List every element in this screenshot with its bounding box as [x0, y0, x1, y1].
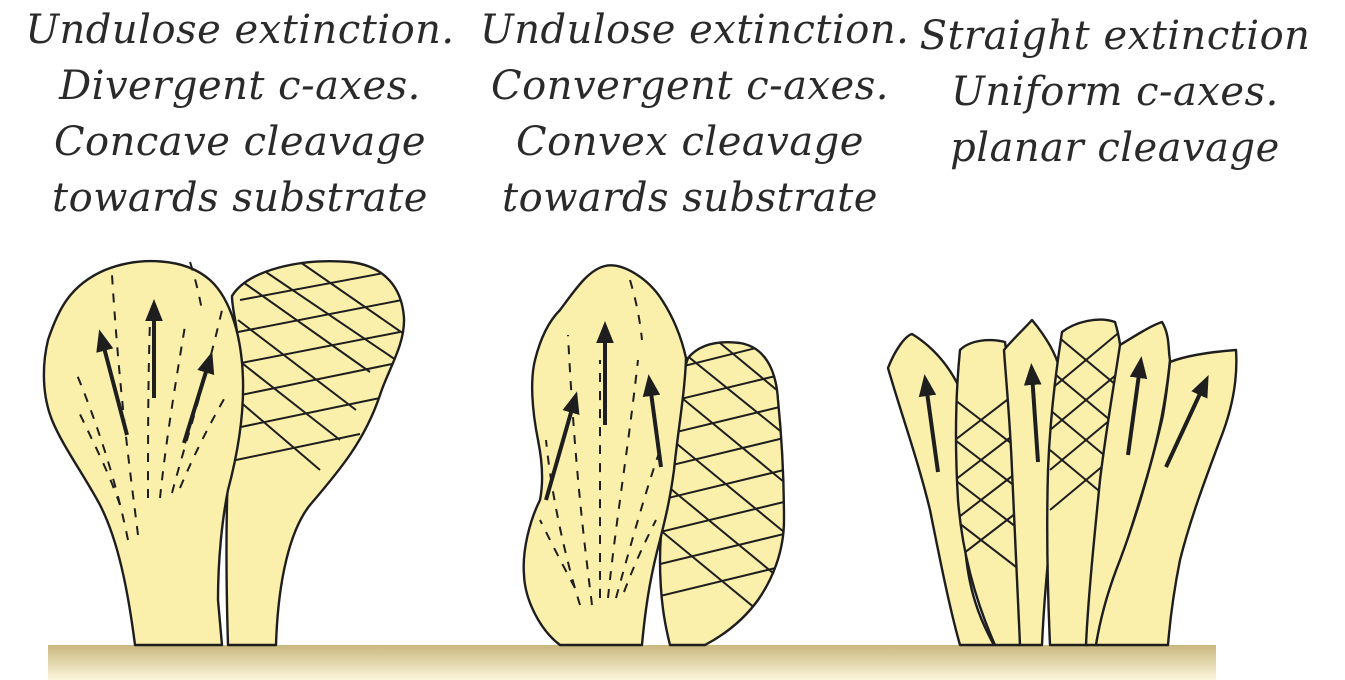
arrow-icon [1023, 363, 1042, 463]
dashed-lines-divergent [74, 261, 229, 541]
caption-line: towards substrate [52, 175, 428, 221]
c-axis-arrows-convergent [544, 321, 663, 501]
caption-line: Straight extinction [919, 13, 1311, 59]
dashed-lines-convergent [539, 279, 661, 606]
cleavage-net-divergent [235, 261, 405, 471]
caption-line: Uniform c-axes. [951, 69, 1279, 115]
c-axis-arrows-divergent [96, 299, 215, 444]
arrow-icon [182, 351, 215, 444]
crystal-uniform-1 [886, 332, 996, 647]
caption-line: planar cleavage [950, 125, 1280, 171]
caption-line: Undulose extinction. [480, 7, 910, 53]
arrow-icon [544, 391, 580, 501]
caption-line: Convergent c-axes. [491, 63, 889, 109]
caption-divergent: Undulose extinction. Divergent c-axes. C… [18, 2, 462, 226]
caption-line: Divergent c-axes. [59, 63, 421, 109]
crystal-divergent-left [42, 260, 245, 647]
caption-uniform: Straight extinction Uniform c-axes. plan… [915, 8, 1315, 176]
cleavage-net-uniform-2 [955, 389, 1020, 571]
caption-line: Undulose extinction. [25, 7, 455, 53]
arrow-icon [1164, 375, 1209, 468]
caption-line: Convex cleavage [516, 119, 864, 165]
c-axis-arrows-uniform [918, 356, 1209, 473]
substrate [48, 645, 1216, 680]
arrow-icon [1126, 356, 1148, 456]
crystal-uniform-6 [1094, 348, 1238, 647]
caption-convergent: Undulose extinction. Convergent c-axes. … [480, 2, 910, 226]
crystal-divergent-right [225, 260, 406, 647]
arrow-icon [96, 329, 129, 436]
arrow-icon [642, 374, 663, 468]
caption-line: towards substrate [502, 175, 878, 221]
arrow-icon [918, 374, 940, 473]
caption-line: Concave cleavage [53, 119, 427, 165]
